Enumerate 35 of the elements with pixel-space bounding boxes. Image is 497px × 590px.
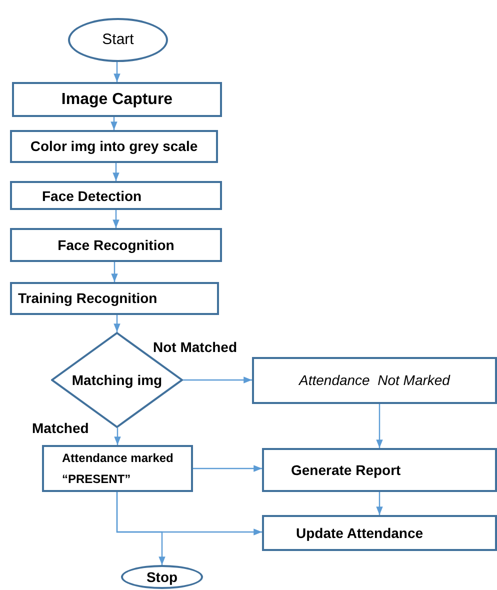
node-label: Attendance Not Marked <box>299 371 450 390</box>
node-label: Face Detection <box>42 187 142 206</box>
arrow <box>376 404 383 448</box>
edge-label: Matched <box>32 421 89 435</box>
arrow <box>116 492 166 565</box>
node-label: Color img into grey scale <box>30 137 198 156</box>
arrow <box>110 117 118 130</box>
arrow <box>112 163 120 181</box>
arrow <box>183 376 252 384</box>
node-label: Update Attendance <box>296 524 424 543</box>
process-box <box>10 228 222 262</box>
node-label: Image Capture <box>61 90 173 110</box>
process-box <box>262 448 497 492</box>
process-box <box>10 130 218 163</box>
arrow <box>114 62 120 82</box>
process-box <box>10 181 222 210</box>
node-label: Face Recognition <box>58 236 174 255</box>
arrow <box>193 465 262 472</box>
node-label: Training Recognition <box>18 289 158 308</box>
node-label: Attendance marked “PRESENT” <box>62 450 174 488</box>
node-label: Start <box>102 30 134 50</box>
arrow <box>112 210 120 228</box>
arrow <box>114 428 121 445</box>
node-label: Generate Report <box>291 460 401 480</box>
process-box <box>42 445 193 492</box>
node-label: Stop <box>146 568 178 587</box>
process-box <box>252 357 497 404</box>
process-box <box>12 82 222 117</box>
edge-label: Not Matched <box>153 340 237 354</box>
arrow <box>376 492 383 515</box>
arrow <box>114 315 120 332</box>
node-label: Matching img <box>72 370 162 390</box>
process-box <box>10 282 219 315</box>
process-box <box>262 515 497 551</box>
arrow <box>111 262 118 282</box>
